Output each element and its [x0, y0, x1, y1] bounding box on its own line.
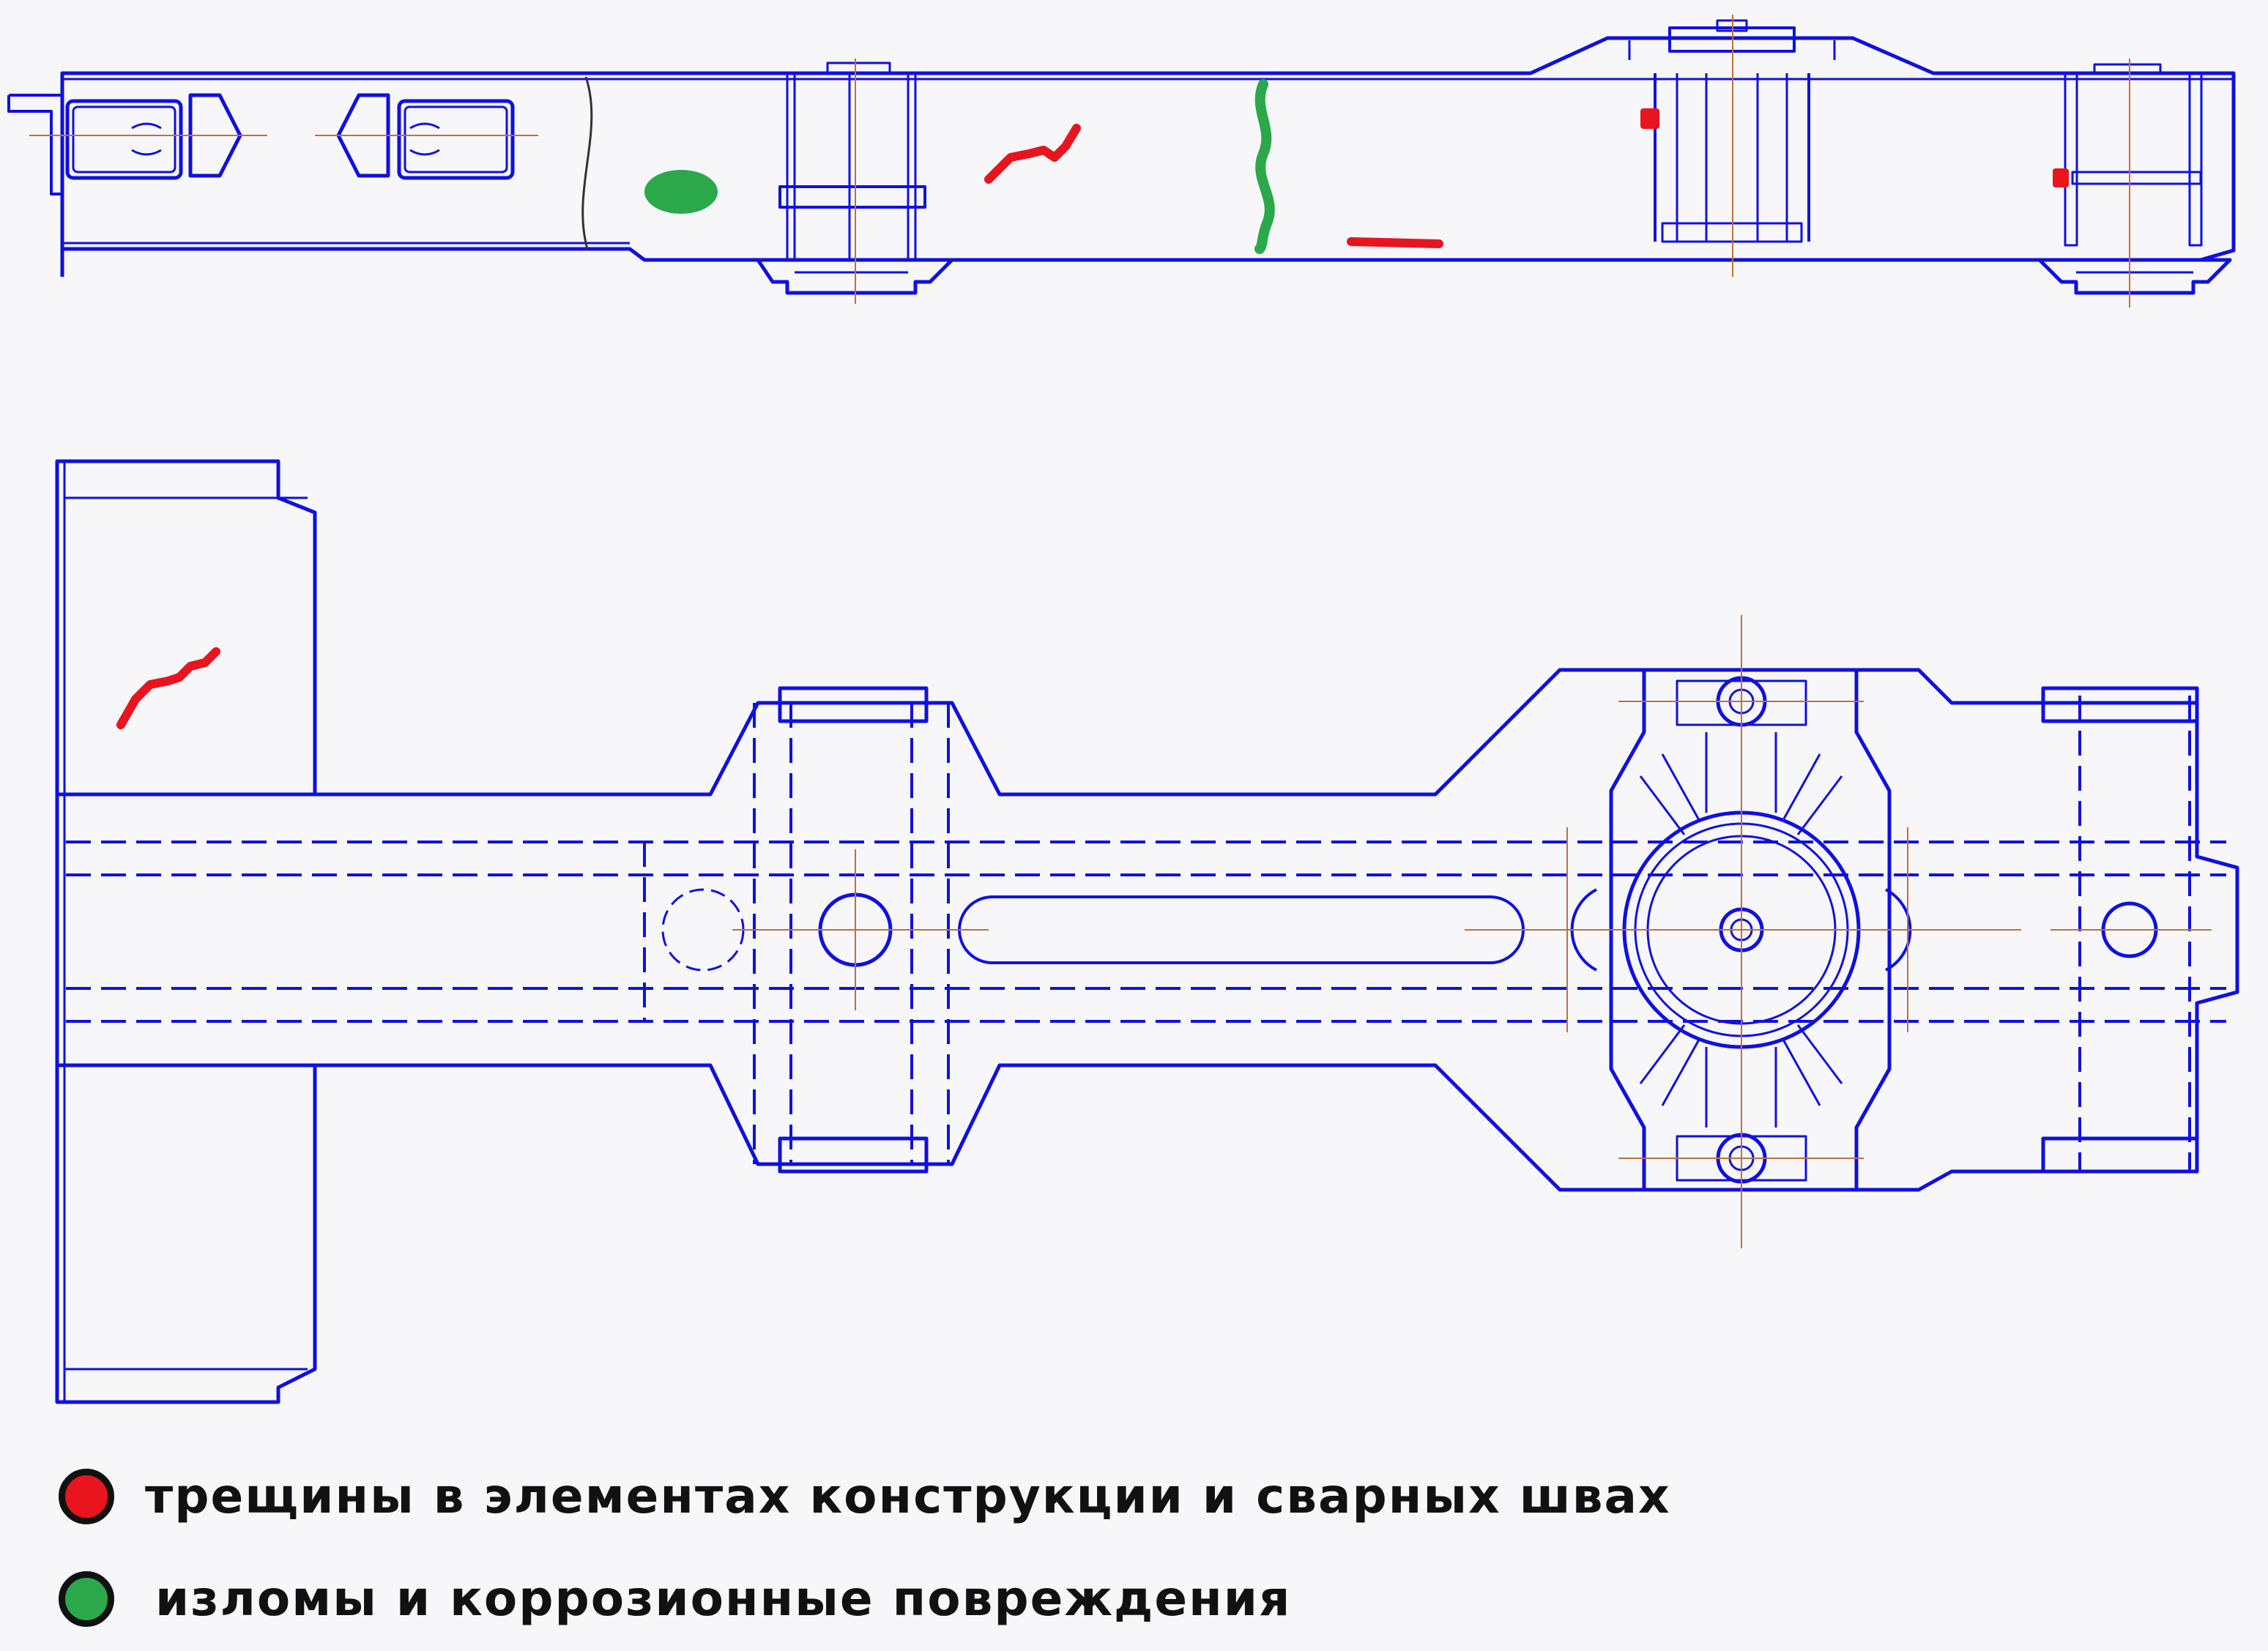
- legend-item-cracks: трещины в элементах конструкции и сварны…: [59, 1468, 1671, 1524]
- legend-item-corrosion: изломы и коррозионные повреждения: [59, 1570, 1291, 1627]
- side-view: [7, 19, 2236, 295]
- legend-label-corrosion: изломы и коррозионные повреждения: [155, 1570, 1292, 1627]
- damage-markers: [116, 79, 2069, 729]
- green-dot-icon: [59, 1570, 114, 1627]
- red-dot-icon: [59, 1468, 114, 1524]
- crack-marker: [1347, 237, 1443, 248]
- plan-view: [55, 459, 2239, 1404]
- crack-marker: [984, 124, 1081, 184]
- centerlines: [29, 15, 2212, 1248]
- legend-label-cracks: трещины в элементах конструкции и сварны…: [145, 1468, 1671, 1524]
- crack-marker: [116, 647, 220, 729]
- crack-marker: [2053, 168, 2069, 187]
- corrosion-marker: [1254, 79, 1275, 254]
- corrosion-marker: [644, 170, 718, 214]
- crack-marker: [1640, 108, 1659, 129]
